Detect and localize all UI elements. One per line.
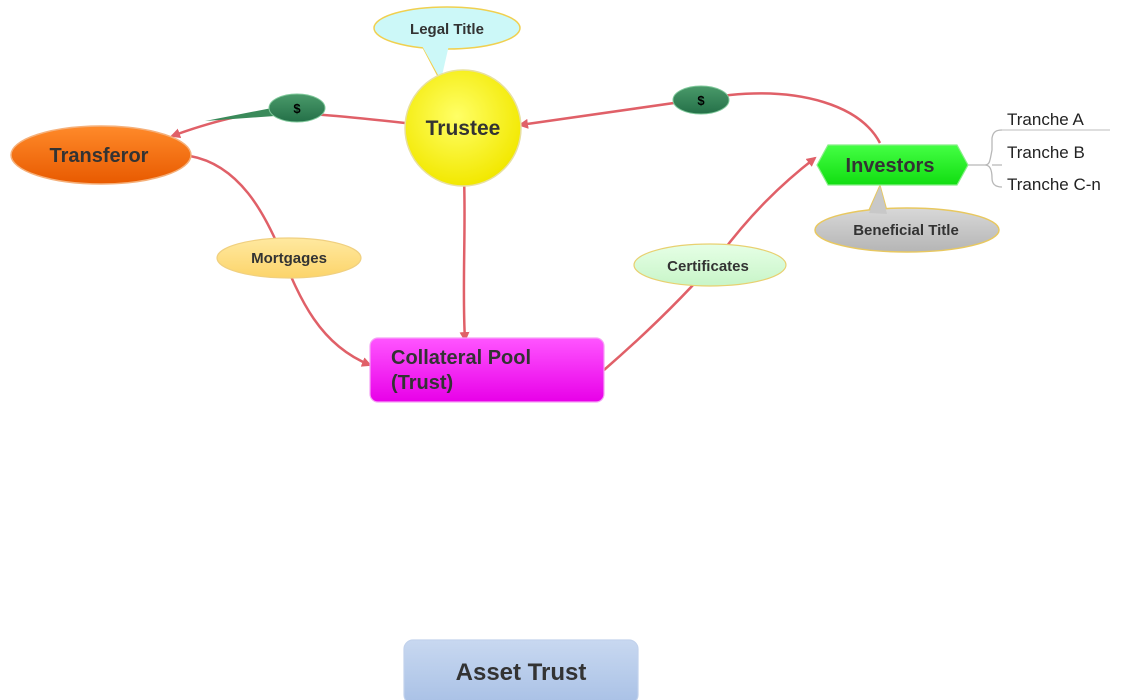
tranche-item: Tranche B (1007, 143, 1085, 162)
asset-trust-label: Asset Trust (456, 659, 587, 686)
trustee-label: Trustee (426, 117, 501, 140)
collateral-pool-node[interactable]: Collateral Pool (Trust) (369, 337, 605, 403)
certificates-label: Certificates (633, 243, 787, 287)
asset-trust-node[interactable]: Asset Trust (403, 639, 639, 700)
beneficial-title-callout: Beneficial Title (814, 183, 1000, 253)
trustee-node[interactable]: Trustee (404, 69, 522, 187)
dollar-left-text: $ (293, 101, 301, 116)
tranche-item: Tranche C-n (1007, 175, 1101, 194)
legal-title-callout: Legal Title (373, 6, 521, 82)
investors-node[interactable]: Investors (816, 144, 969, 186)
mortgages-text: Mortgages (251, 250, 327, 267)
tranche-bracket (968, 129, 1110, 188)
collateral-pool-label-line2: (Trust) (391, 372, 453, 394)
collateral-pool-label-line1: Collateral Pool (391, 347, 531, 369)
connector-trustee-to-pool (459, 177, 470, 342)
dollar-left-tail (205, 108, 275, 121)
connector-investors-to-trustee (518, 92, 882, 144)
investors-label: Investors (846, 155, 935, 177)
transferor-label: Transferor (50, 145, 149, 167)
transferor-node[interactable]: Transferor (10, 125, 192, 185)
beneficial-title-label: Beneficial Title (853, 222, 959, 239)
tranche-item: Tranche A (1007, 110, 1085, 129)
certificates-text: Certificates (667, 258, 749, 275)
legal-title-label: Legal Title (410, 21, 484, 38)
dollar-right-label: $ (672, 85, 730, 115)
dollar-left-label: $ (268, 93, 326, 123)
mortgages-label: Mortgages (216, 237, 362, 279)
dollar-right-text: $ (697, 93, 705, 108)
